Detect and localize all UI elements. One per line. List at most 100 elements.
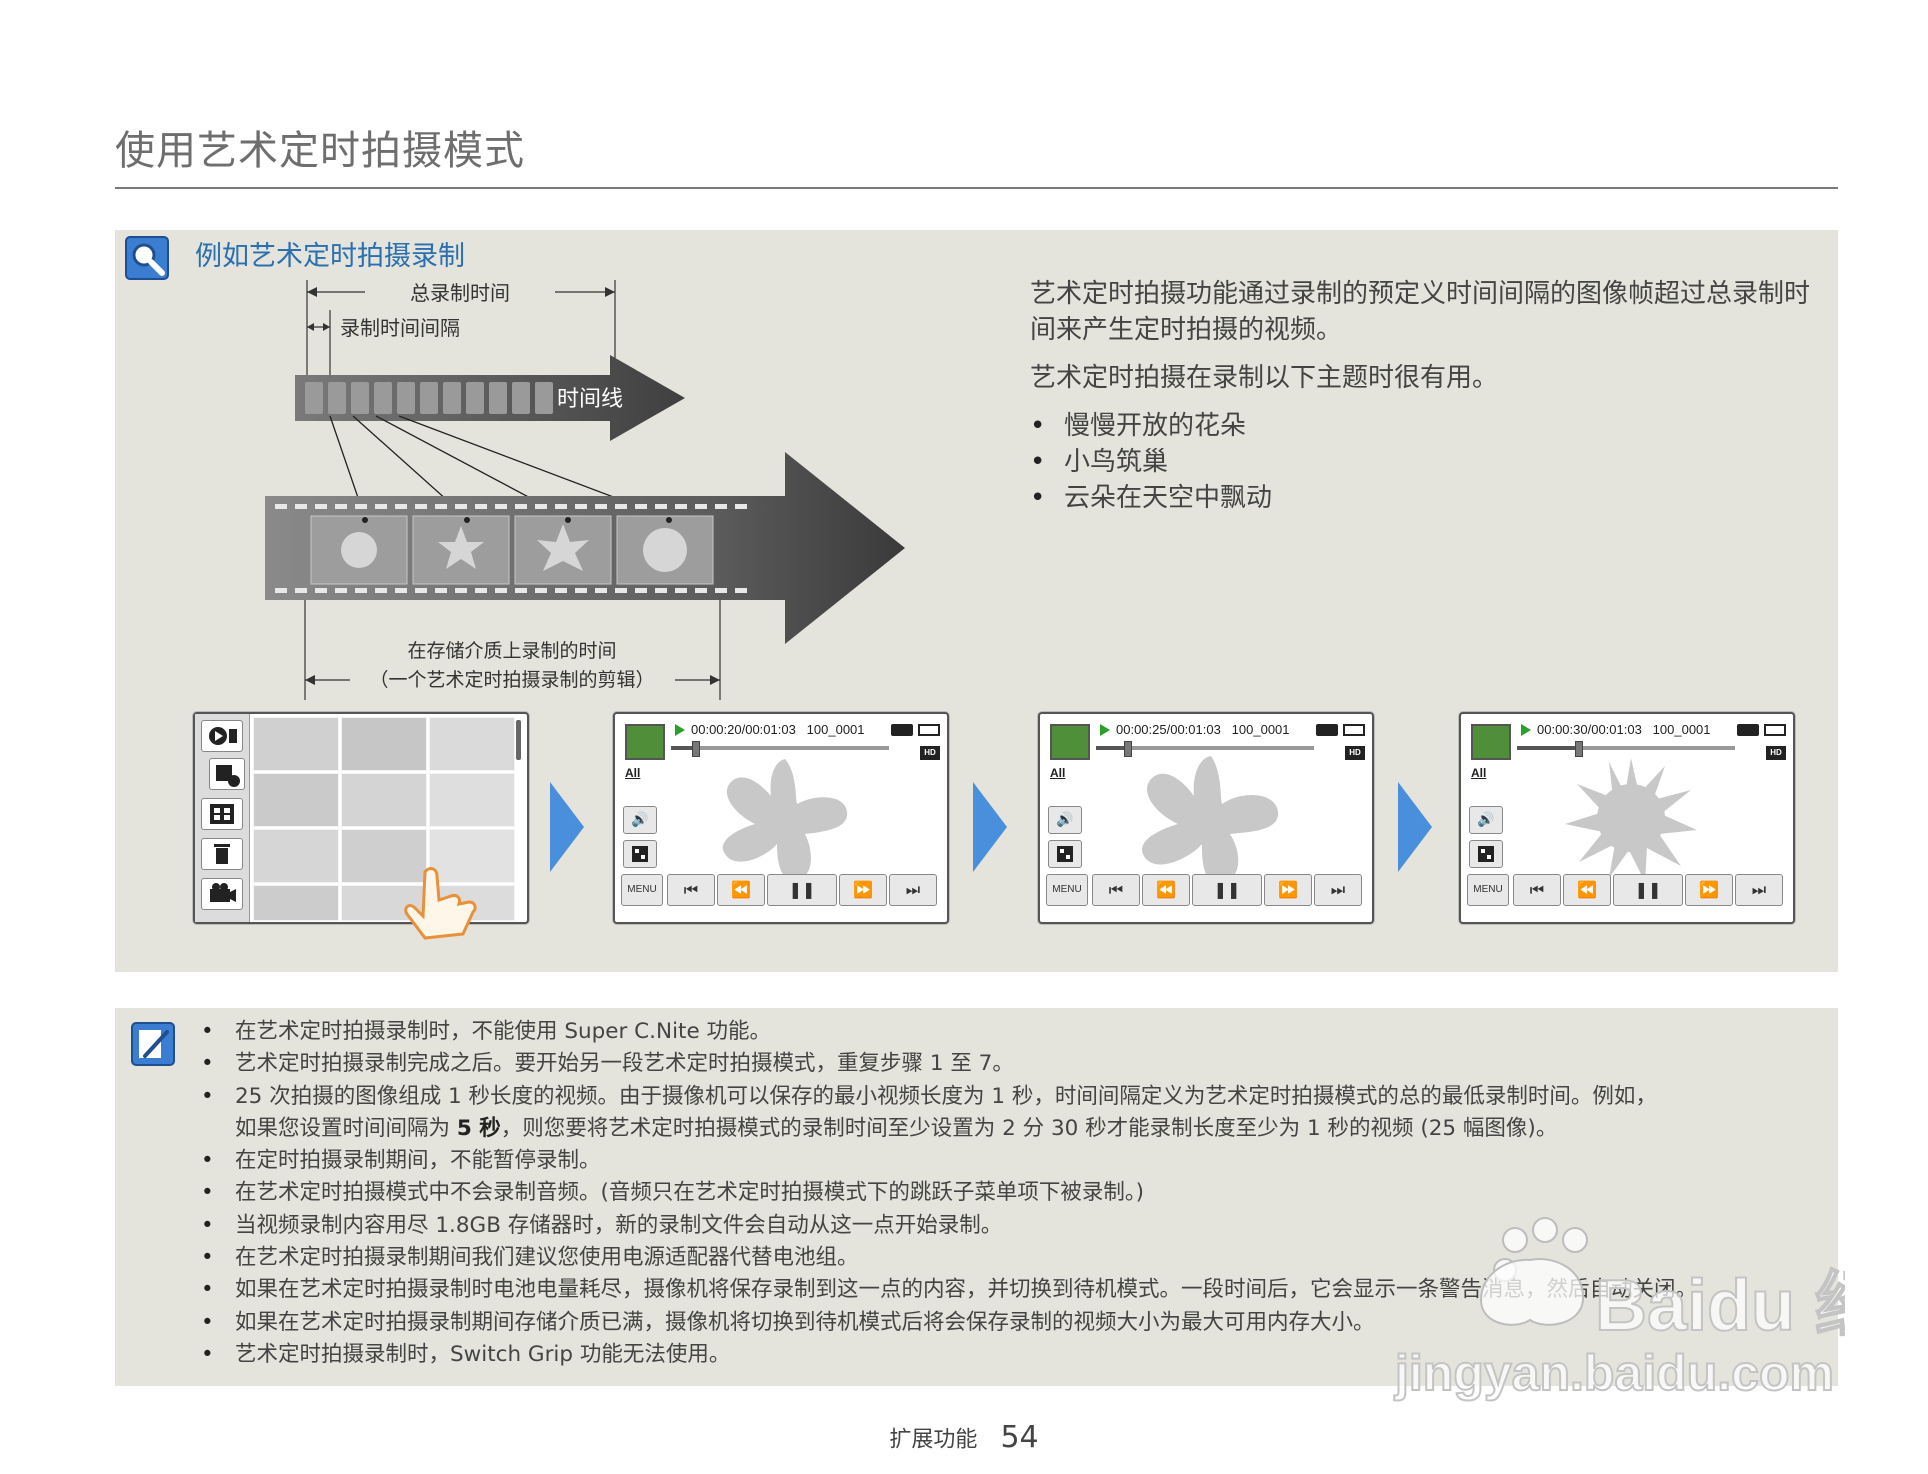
menu-button[interactable]: MENU bbox=[1046, 874, 1088, 906]
volume-icon[interactable]: 🔊 bbox=[623, 806, 657, 834]
description: 艺术定时拍摄功能通过录制的预定义时间间隔的图像帧超过总录制时间来产生定时拍摄的视… bbox=[1030, 276, 1810, 516]
pause-button[interactable]: ❚❚ bbox=[1192, 874, 1262, 906]
rewind-button[interactable]: ⏪ bbox=[1563, 874, 1611, 906]
skip-back-button[interactable]: ⏮ bbox=[667, 874, 715, 906]
play-status-icon bbox=[675, 724, 685, 736]
baidu-watermark-logo: Baidu 经验 jingyan.baidu.com bbox=[1393, 1217, 1845, 1402]
flower-image bbox=[1565, 758, 1697, 882]
pause-button[interactable]: ❚❚ bbox=[767, 874, 837, 906]
flower-image bbox=[722, 759, 848, 881]
menu-button[interactable]: MENU bbox=[621, 874, 663, 906]
thumbnail[interactable] bbox=[429, 773, 515, 827]
hand-pointer-icon bbox=[404, 867, 477, 940]
art-filter-icon[interactable] bbox=[1469, 840, 1503, 868]
playback-screen: 00:00:25/00:01:03 100_0001 HD All 🔊 MENU… bbox=[1038, 712, 1374, 924]
storage-icon bbox=[1737, 724, 1759, 736]
skip-back-button[interactable]: ⏮ bbox=[1513, 874, 1561, 906]
timelapse-diagram: 总录制时间 录制时间间隔 时间线 bbox=[265, 280, 905, 700]
art-filter-icon[interactable] bbox=[623, 840, 657, 868]
skip-back-button[interactable]: ⏮ bbox=[1092, 874, 1140, 906]
list-item: 在艺术定时拍摄录制期间我们建议您使用电源适配器代替电池组。 bbox=[201, 1242, 1821, 1275]
playback-screen: 00:00:20/00:01:03 100_0001 HD All 🔊 MENU… bbox=[613, 712, 949, 924]
pause-button[interactable]: ❚❚ bbox=[1613, 874, 1683, 906]
full-hd-icon: HD bbox=[920, 746, 940, 760]
landscape-thumbnail-icon bbox=[625, 724, 665, 760]
footer-section-label: 扩展功能 bbox=[889, 1427, 978, 1453]
thumbnail[interactable] bbox=[341, 773, 427, 827]
note-text: 25 次拍摄的图像组成 1 秒长度的视频。由于摄像机可以保存的最小视频长度为 1… bbox=[235, 1083, 1657, 1109]
file-number: 100_0001 bbox=[1652, 722, 1711, 737]
storage-icon bbox=[1316, 724, 1338, 736]
volume-icon[interactable]: 🔊 bbox=[1048, 806, 1082, 834]
thumbnail[interactable] bbox=[341, 717, 427, 771]
next-arrow-icon bbox=[550, 782, 584, 872]
rewind-button[interactable]: ⏪ bbox=[717, 874, 765, 906]
next-arrow-icon bbox=[1398, 782, 1432, 872]
skip-forward-button[interactable]: ⏭ bbox=[1735, 874, 1783, 906]
list-item: 在定时拍摄录制期间，不能暂停录制。 bbox=[201, 1145, 1821, 1178]
playback-progress-bar[interactable] bbox=[1517, 741, 1735, 757]
filter-all-label: All bbox=[1471, 766, 1487, 780]
interval-label: 录制时间间隔 bbox=[340, 316, 460, 340]
play-status-icon bbox=[1100, 724, 1110, 736]
thumbnail-sidebar bbox=[195, 714, 250, 922]
thumbnail[interactable] bbox=[253, 773, 339, 827]
battery-icon bbox=[1764, 724, 1786, 736]
thumbnail-selected[interactable] bbox=[341, 829, 427, 883]
rewind-button[interactable]: ⏪ bbox=[1142, 874, 1190, 906]
playback-progress-bar[interactable] bbox=[671, 741, 889, 757]
list-item: 云朵在天空中飘动 bbox=[1030, 480, 1810, 516]
total-time-label: 总录制时间 bbox=[410, 281, 510, 305]
video-mode-icon[interactable] bbox=[201, 720, 243, 752]
landscape-thumbnail-icon bbox=[1471, 724, 1511, 760]
camcorder-icon[interactable] bbox=[201, 878, 243, 910]
thumbnail[interactable] bbox=[253, 885, 339, 921]
fast-forward-button[interactable]: ⏩ bbox=[1264, 874, 1312, 906]
title-divider bbox=[115, 187, 1838, 189]
description-para-1: 艺术定时拍摄功能通过录制的预定义时间间隔的图像帧超过总录制时间来产生定时拍摄的视… bbox=[1030, 279, 1811, 345]
time-counter: 00:00:20/00:01:03 100_0001 bbox=[691, 722, 865, 737]
art-filter-icon[interactable] bbox=[1048, 840, 1082, 868]
time-counter: 00:00:30/00:01:03 100_0001 bbox=[1537, 722, 1711, 737]
list-item: 25 次拍摄的图像组成 1 秒长度的视频。由于摄像机可以保存的最小视频长度为 1… bbox=[201, 1081, 1821, 1146]
note-emphasis: 5 秒 bbox=[456, 1115, 501, 1141]
delete-icon[interactable] bbox=[201, 838, 243, 870]
menu-button[interactable]: MENU bbox=[1467, 874, 1509, 906]
list-item: 在艺术定时拍摄录制时，不能使用 Super C.Nite 功能。 bbox=[201, 1016, 1821, 1049]
page-number: 54 bbox=[1000, 1420, 1039, 1455]
filter-all-label: All bbox=[1050, 766, 1066, 780]
stored-time-label: 在存储介质上录制的时间 bbox=[407, 640, 616, 662]
fast-forward-button[interactable]: ⏩ bbox=[839, 874, 887, 906]
list-item: 小鸟筑巢 bbox=[1030, 444, 1810, 480]
playback-icon[interactable] bbox=[209, 758, 245, 790]
skip-forward-button[interactable]: ⏭ bbox=[889, 874, 937, 906]
landscape-thumbnail-icon bbox=[1050, 724, 1090, 760]
timeline-label: 时间线 bbox=[557, 387, 623, 412]
notes-list: 在艺术定时拍摄录制时，不能使用 Super C.Nite 功能。 艺术定时拍摄录… bbox=[201, 1016, 1821, 1372]
playback-screen: 00:00:30/00:01:03 100_0001 HD All 🔊 MENU… bbox=[1459, 712, 1795, 924]
thumbnail[interactable] bbox=[253, 829, 339, 883]
grid-view-icon[interactable] bbox=[201, 798, 243, 830]
flower-image bbox=[1141, 756, 1279, 884]
skip-forward-button[interactable]: ⏭ bbox=[1314, 874, 1362, 906]
volume-icon[interactable]: 🔊 bbox=[1469, 806, 1503, 834]
example-heading: 例如艺术定时拍摄录制 bbox=[195, 241, 465, 272]
flower-icon bbox=[438, 526, 484, 569]
filter-all-label: All bbox=[625, 766, 641, 780]
thumbnail[interactable] bbox=[429, 717, 515, 771]
play-status-icon bbox=[1521, 724, 1531, 736]
battery-icon bbox=[1343, 724, 1365, 736]
thumbnail[interactable] bbox=[429, 829, 515, 883]
full-hd-icon: HD bbox=[1345, 746, 1365, 760]
flower-icon bbox=[537, 524, 589, 571]
fast-forward-button[interactable]: ⏩ bbox=[1685, 874, 1733, 906]
file-number: 100_0001 bbox=[1231, 722, 1290, 737]
bud-icon bbox=[341, 532, 377, 568]
bloom-icon bbox=[643, 528, 687, 572]
next-arrow-icon bbox=[973, 782, 1007, 872]
thumbnail[interactable] bbox=[253, 717, 339, 771]
playback-progress-bar[interactable] bbox=[1096, 741, 1314, 757]
scrollbar[interactable] bbox=[516, 720, 521, 760]
watermark-line-1: Baidu 经验 bbox=[1595, 1266, 1845, 1346]
note-text-cont: 如果您设置时间间隔为 bbox=[235, 1115, 457, 1141]
